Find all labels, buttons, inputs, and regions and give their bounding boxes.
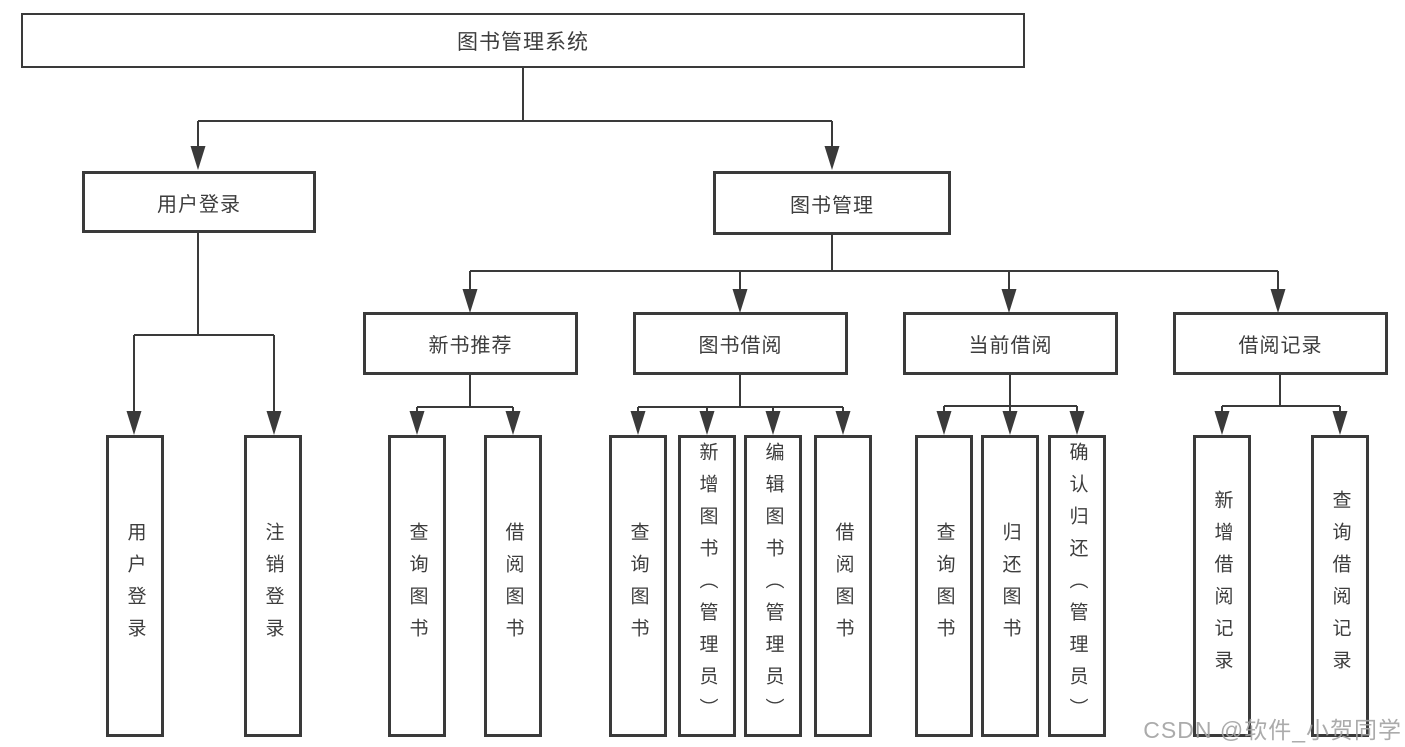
leaf-query-books-1: 查询图书 xyxy=(388,435,446,737)
leaf-borrow-books-2: 借阅图书 xyxy=(814,435,872,737)
node-borrow-records: 借阅记录 xyxy=(1173,312,1388,375)
leaf-query-borrow-record: 查询借阅记录 xyxy=(1311,435,1369,737)
leaf-user-login: 用户登录 xyxy=(106,435,164,737)
leaf-edit-books-admin: 编辑图书（管理员） xyxy=(744,435,802,737)
leaf-confirm-return-admin: 确认归还（管理员） xyxy=(1048,435,1106,737)
node-new-book-recommend: 新书推荐 xyxy=(363,312,578,375)
leaf-query-books-3: 查询图书 xyxy=(915,435,973,737)
leaf-logout: 注销登录 xyxy=(244,435,302,737)
node-root: 图书管理系统 xyxy=(21,13,1025,68)
leaf-add-borrow-record: 新增借阅记录 xyxy=(1193,435,1251,737)
node-book-management-module: 图书管理 xyxy=(713,171,951,235)
leaf-add-books-admin: 新增图书（管理员） xyxy=(678,435,736,737)
leaf-query-books-2: 查询图书 xyxy=(609,435,667,737)
leaf-return-books: 归还图书 xyxy=(981,435,1039,737)
csdn-watermark: CSDN @软件_小贺同学 xyxy=(1143,717,1402,743)
leaf-borrow-books-1: 借阅图书 xyxy=(484,435,542,737)
node-book-borrow: 图书借阅 xyxy=(633,312,848,375)
node-current-borrow: 当前借阅 xyxy=(903,312,1118,375)
node-user-login-module: 用户登录 xyxy=(82,171,316,233)
